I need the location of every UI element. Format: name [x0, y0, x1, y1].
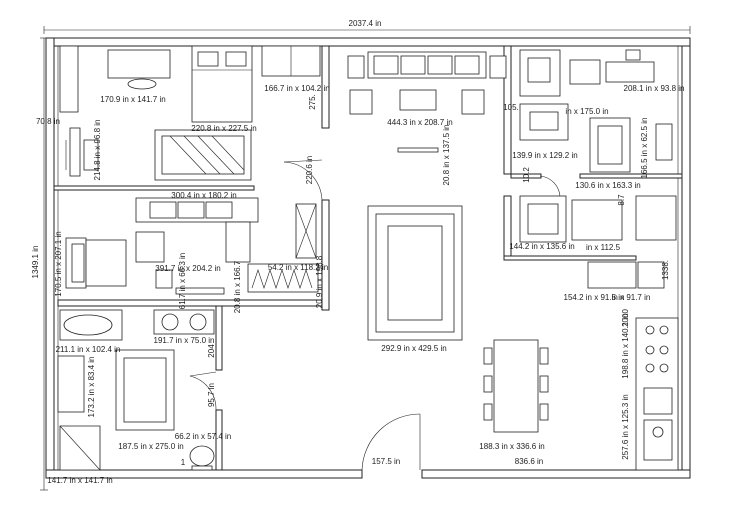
office-and-utility: [519, 49, 677, 289]
dimension-label-bed-1: 170.9 in x 141.7 in: [100, 95, 165, 104]
dimension-label-dining-bench: 154.2 in x 91.5 in: [564, 293, 625, 302]
dimension-label-sofa-top: 444.3 in x 208.7 in: [387, 118, 452, 127]
dimension-label-wall-957: 95.7 in: [207, 383, 216, 407]
dimension-label-wall-209: 20.9 in x 198.8: [315, 255, 324, 308]
dimension-label-bed-2: 220.8 in x 227.5 in: [191, 124, 256, 133]
dimension-label-fridge: 198.8 in x 140.1 in: [621, 313, 630, 378]
dimension-label-wall-1338: 1338.: [661, 260, 670, 280]
kitchen-counter: [635, 317, 679, 471]
dimension-label-toilet: 66.2 in x 57.4 in: [175, 432, 231, 441]
dimension-label-washer: 166.5 in x 62.5 in: [640, 118, 649, 179]
dimension-labels: 2037.4 in 1349.1 in 170.9 in x 141.7 in 220…: [31, 19, 684, 485]
dimension-label-dining-table: 188.3 in x 336.6 in: [479, 442, 544, 451]
dimension-label-wall-87: 8.7: [617, 194, 626, 206]
exterior-walls: [45, 37, 691, 479]
dimension-label-left-height: 1349.1 in: [31, 246, 40, 279]
dimension-label-sofa-left: 170.5 in x 207.1 in: [54, 231, 63, 296]
dimension-label-desk-top-2: in x 175.0 in: [565, 107, 608, 116]
dimension-label-bath-sink: 139.9 in x 129.2 in: [512, 151, 577, 160]
lounge-chair: [65, 237, 127, 289]
dimension-label-small-1: 1: [181, 458, 186, 467]
dimension-label-door-220: 220.6 in: [305, 156, 314, 184]
dimension-label-bath-tub: 211.1 in x 102.4 in: [56, 345, 121, 354]
dimension-label-wardrobe-1: 166.7 in x 104.2 in: [264, 84, 329, 93]
dimension-label-tv-left: 214.8 in x 96.8 in: [93, 120, 102, 181]
dimension-label-vanity: 173.2 in x 83.4 in: [87, 357, 96, 418]
dimension-label-door-157: 157.5 in: [372, 457, 400, 466]
dimension-label-tv-stand: 20.8 in x 137.5 in: [442, 125, 451, 186]
dimension-label-desk-top: 105.: [503, 103, 519, 112]
dimension-label-wall-275: 275.: [308, 94, 317, 110]
dimension-label-cabinet-2: in x 112.5: [586, 243, 621, 252]
dimension-label-table-small: 391.7 in x 204.2 in: [155, 264, 220, 273]
dimension-label-corner: 141.7 in x 141.7 in: [47, 476, 112, 485]
living-room-seating: [347, 51, 507, 341]
dimension-label-living-rug: 292.9 in x 429.5 in: [381, 344, 446, 353]
sectional-sofa: [135, 197, 259, 295]
closet: [247, 203, 319, 293]
dimension-label-chair-side: 61.7 in x 66.3 in: [178, 253, 187, 309]
bathroom-fixtures: [57, 309, 215, 471]
dining-set: [483, 339, 549, 433]
dimension-lines: [40, 26, 691, 491]
dimension-label-stove: 191.7 in x 75.0 in: [154, 336, 215, 345]
dimension-label-wall-102: 10.2: [522, 167, 531, 183]
interior-walls: [53, 45, 683, 471]
bedroom-furniture: [59, 45, 321, 181]
dimension-label-rug-small: 130.6 in x 163.3 in: [575, 181, 640, 190]
dimension-label-kitchen-sink: 257.6 in x 125.3 in: [621, 394, 630, 459]
dimension-label-small-70: 70.8 in: [36, 117, 60, 126]
dimension-label-dining-bench-2: in x 91.7 in: [612, 293, 651, 302]
dimension-label-carpet-1: 300.4 in x 180.2 in: [171, 191, 236, 200]
dimension-label-cabinet-1: 144.2 in x 135.6 in: [509, 242, 574, 251]
door-swings: [189, 159, 561, 471]
dimension-label-wall-208: 20.8 in x 166.7: [233, 260, 242, 313]
dimension-label-wall-204: 204: [207, 344, 216, 358]
dimension-label-wardrobe-2: 54.2 in x 118.2 in: [268, 263, 328, 272]
dimension-label-wall-2000: 2000: [621, 309, 630, 327]
dimension-label-top-width: 2037.4 in: [349, 19, 382, 28]
dimension-label-carpet-2: 187.5 in x 275.0 in: [118, 442, 183, 451]
dimension-label-kitchen-top: 208.1 in x 93.8 in: [624, 84, 685, 93]
dimension-label-dim-836: 836.6 in: [515, 457, 543, 466]
